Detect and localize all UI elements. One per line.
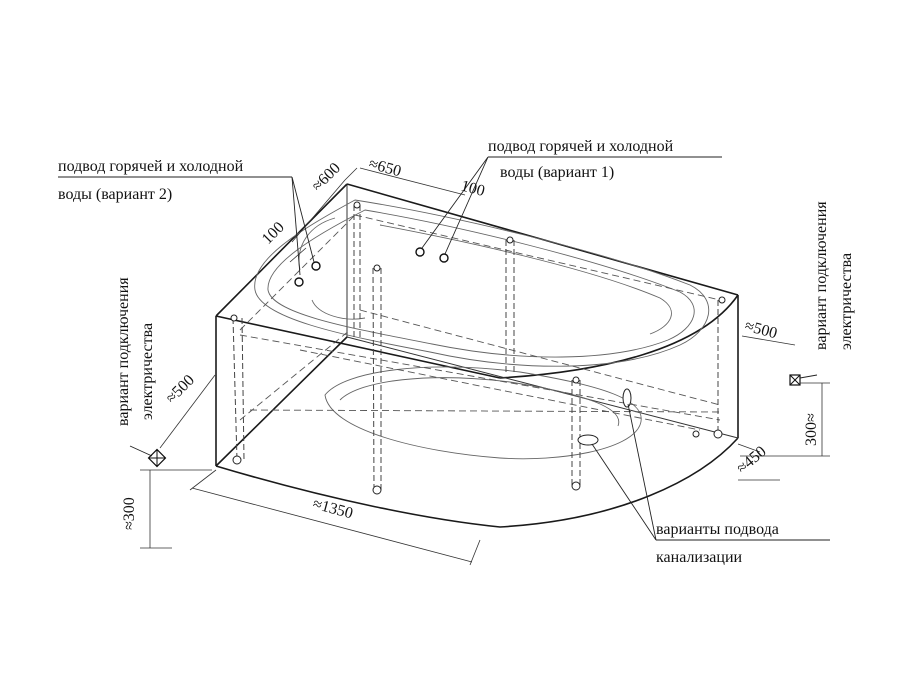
water-inlet-v2-a — [294, 277, 304, 287]
dim-600: ≈600 — [309, 160, 344, 195]
tub-bowl — [254, 199, 710, 460]
note-water-v2-line1: подвод горячей и холодной — [58, 158, 244, 175]
water-inlet-v1-b — [439, 253, 449, 263]
drain-outlet-side — [622, 388, 632, 408]
note-water-v2-line2: воды (вариант 2) — [58, 186, 172, 203]
fittings — [294, 247, 632, 446]
note-drain-line2: канализации — [656, 549, 743, 566]
dim-100-left: 100 — [259, 219, 288, 248]
note-water-v1-line2: воды (вариант 1) — [500, 164, 614, 181]
water-inlet-v1-a — [415, 247, 425, 257]
note-elec-right-line1: вариант подключения — [813, 201, 830, 350]
tub-frame — [215, 183, 739, 528]
note-elec-left-line2: электричества — [139, 323, 156, 420]
electric-box-left — [147, 448, 167, 468]
dim-300-right: 300≈ — [803, 413, 820, 446]
dim-450: ≈450 — [734, 443, 770, 477]
dim-500-right: ≈500 — [743, 317, 779, 342]
support-frame — [239, 214, 721, 431]
drain-outlet-bottom — [577, 434, 599, 446]
labels: подвод горячей и холодной воды (вариант … — [58, 138, 855, 566]
legs — [230, 201, 726, 495]
electric-box-right — [789, 374, 801, 386]
note-drain-line1: варианты подвода — [656, 521, 779, 538]
frame-top-front-edge — [215, 315, 501, 379]
note-water-v1-line1: подвод горячей и холодной — [488, 138, 674, 155]
dim-1350: ≈1350 — [311, 495, 355, 522]
dimension-lines — [140, 167, 830, 566]
dim-100-right: 100 — [459, 177, 487, 200]
leader-lines — [58, 156, 830, 541]
frame-top-left-edge — [215, 183, 348, 317]
dim-300-left: ≈300 — [121, 497, 138, 530]
frame-bottom-curve — [215, 437, 739, 528]
note-elec-right-line2: электричества — [838, 253, 855, 350]
dim-650: ≈650 — [367, 155, 403, 180]
electric-connections — [147, 374, 801, 468]
water-inlet-v2-b — [311, 261, 321, 271]
dim-500-left: ≈500 — [163, 372, 198, 407]
note-elec-left-line1: вариант подключения — [115, 277, 132, 426]
frame-bottom-left-edge — [215, 336, 348, 467]
